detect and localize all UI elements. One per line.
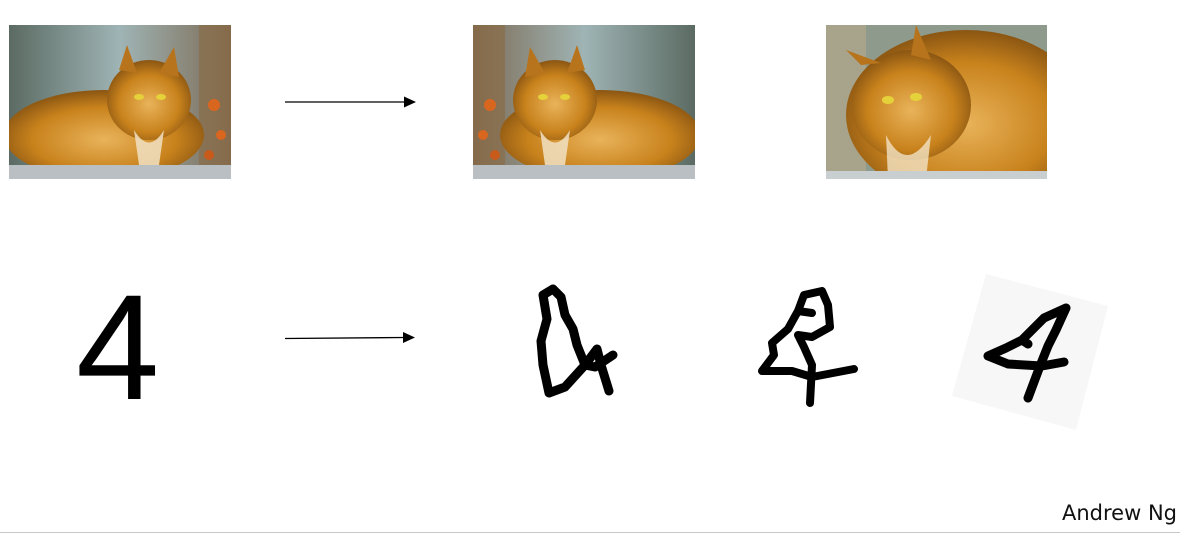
author-name: Andrew Ng xyxy=(1062,501,1177,525)
cat-mirrored-image xyxy=(473,25,695,179)
handwritten-four-rotated-icon xyxy=(952,274,1108,430)
cat-original-image xyxy=(9,25,231,179)
slide-divider xyxy=(0,532,1180,533)
handwritten-four-icon xyxy=(758,287,858,407)
arrow-icon-top xyxy=(285,95,417,109)
cat-photo-icon xyxy=(9,25,231,179)
handwritten-four-distorted-2 xyxy=(752,285,862,407)
cat-photo-mirrored-icon xyxy=(473,25,695,179)
handwritten-four-distorted-icon xyxy=(536,284,618,398)
handwritten-four-distorted-1 xyxy=(525,283,625,405)
cat-photo-cropped-icon xyxy=(826,25,1047,179)
handwritten-four-distorted-3 xyxy=(948,266,1110,431)
cat-cropped-image xyxy=(826,25,1047,179)
arrow-icon-bottom xyxy=(284,331,417,345)
printed-digit: 4 xyxy=(76,263,160,431)
